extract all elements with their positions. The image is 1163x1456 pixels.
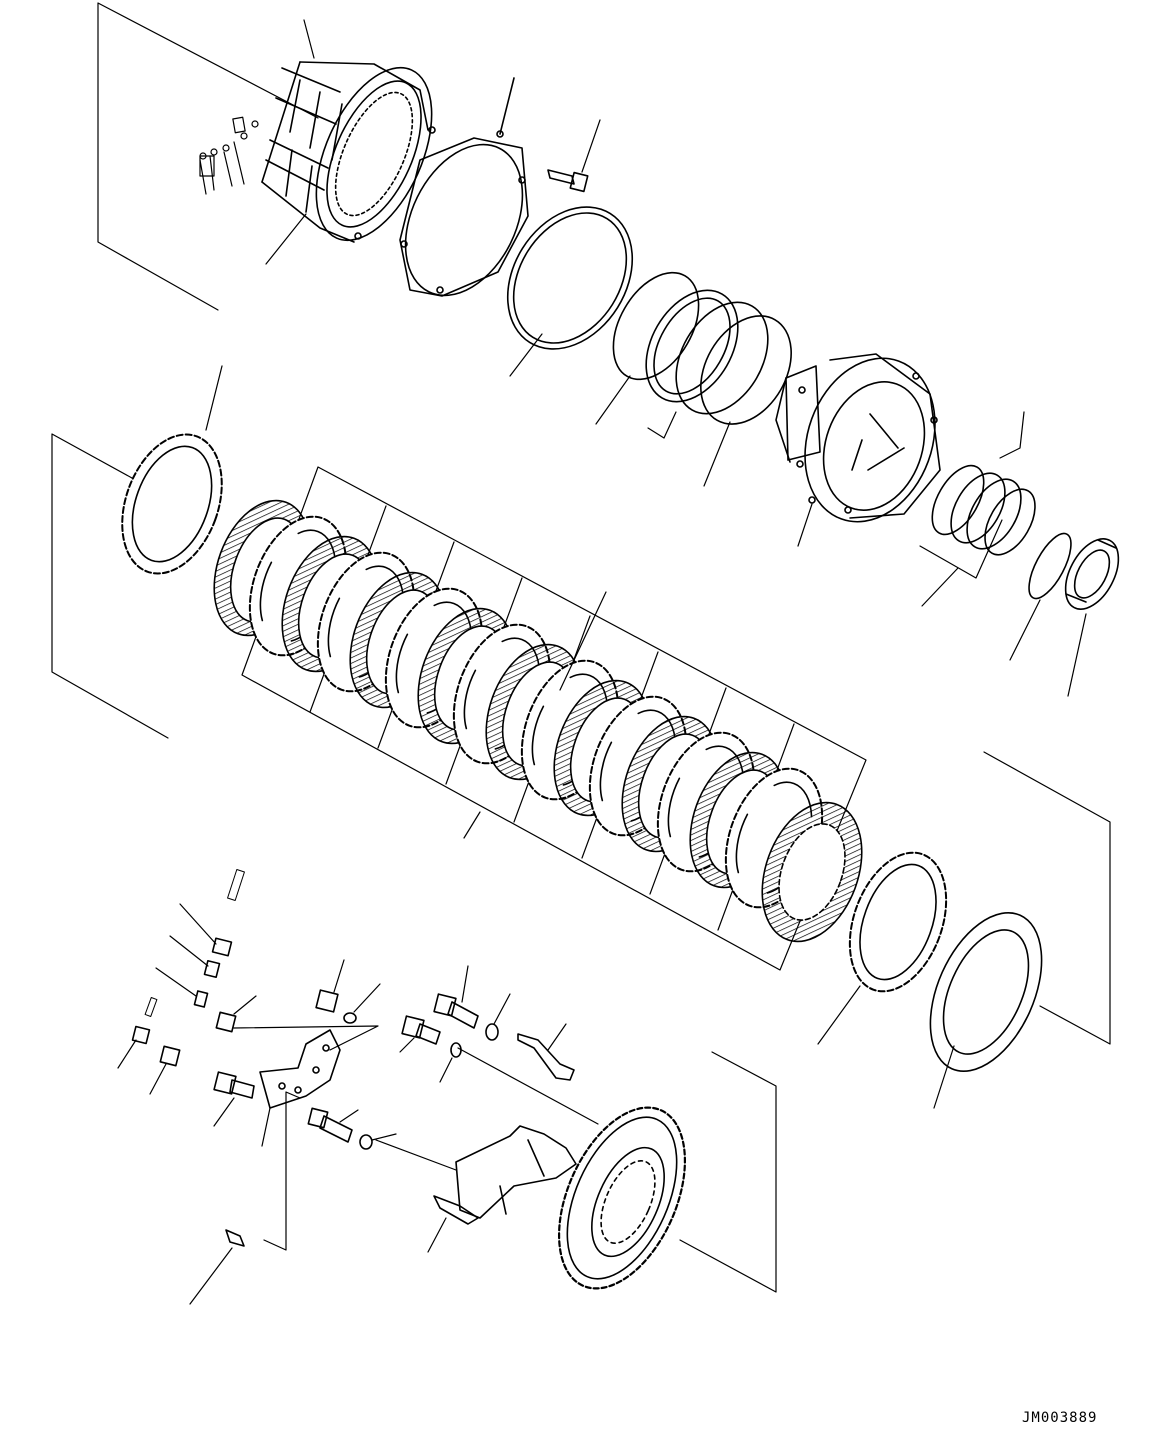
- large-seal-ring: [482, 184, 658, 376]
- hub-carrier: [776, 340, 957, 546]
- bracket: [260, 1030, 340, 1146]
- housing-seal-plate: [382, 78, 546, 315]
- end-plate: [744, 789, 880, 956]
- oil-seal: [1055, 530, 1130, 696]
- disc-pack-leader-2: [560, 592, 606, 690]
- bearing-seal-set: [920, 412, 1045, 606]
- clutch-housing: [262, 50, 455, 257]
- friction-disc-pack: [197, 487, 840, 921]
- drain-plug: [190, 1230, 244, 1304]
- sensor-bracket: [428, 1126, 576, 1252]
- separator-plate: [104, 366, 240, 587]
- bolts: [214, 966, 478, 1142]
- snap-ring: [1010, 528, 1079, 660]
- separator-plate-teeth: [104, 421, 240, 588]
- lever: [518, 1024, 574, 1080]
- piston-seal-set: [596, 258, 810, 486]
- housing-bolt: [548, 120, 600, 191]
- housing-leaders: [200, 20, 314, 264]
- disc-pack-leader: [464, 812, 480, 838]
- cover-ring: [908, 896, 1064, 1108]
- group-frames: [52, 3, 1110, 1292]
- pressure-plate: [818, 839, 964, 1044]
- drawing-code: JM003889: [1022, 1410, 1098, 1426]
- outer-gear-ring: [534, 1088, 711, 1307]
- washer: [360, 994, 510, 1149]
- fittings: [118, 869, 380, 1094]
